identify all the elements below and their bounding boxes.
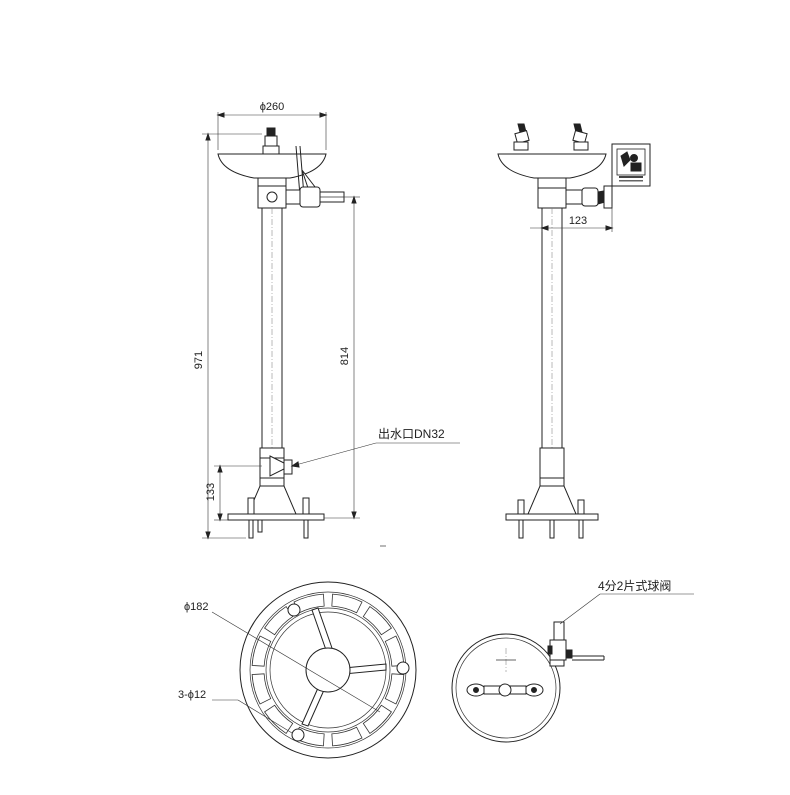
side-base <box>505 485 599 539</box>
ring-segment <box>293 593 325 614</box>
ball-valve-label: 4分2片式球阀 <box>598 579 671 593</box>
dim-bowl-diameter: ϕ260 <box>260 101 285 113</box>
side-sign-board <box>611 143 651 187</box>
bolt-hole <box>287 603 301 617</box>
dim-pipe-height: 814 <box>339 347 351 365</box>
front-dim-total: 971 <box>193 132 262 540</box>
front-pipe <box>259 207 285 459</box>
front-base <box>227 477 325 539</box>
base-plan-view: ϕ182 3-ϕ12 <box>178 581 417 759</box>
bolt-hole-leader <box>237 699 293 734</box>
front-view: ϕ260 971 133 814 <box>193 101 460 547</box>
dim-base-diameter: ϕ182 <box>184 601 209 613</box>
outlet-label: 出水口DN32 <box>378 427 445 441</box>
front-valve-arm <box>257 185 345 209</box>
ring-segment <box>264 704 294 734</box>
ring-segment <box>384 673 405 705</box>
front-nozzle <box>262 127 280 155</box>
front-dim-outlet-height: 133 <box>205 464 262 522</box>
side-dim-valve: 123 <box>530 206 614 232</box>
ring-segment <box>362 606 392 636</box>
side-view: 123 <box>497 123 651 539</box>
front-dim-bowl: ϕ260 <box>216 101 328 150</box>
ring-segment <box>251 673 272 705</box>
bolt-hole <box>396 661 410 675</box>
dim-bolt-holes: 3-ϕ12 <box>178 689 206 701</box>
bowl-plan-view: 4分2片式球阀 <box>451 579 694 743</box>
front-dim-pipe: 814 <box>324 195 360 520</box>
bolt-hole <box>291 728 305 742</box>
side-nozzles <box>513 123 589 151</box>
ring-segment <box>331 593 363 614</box>
side-pipe <box>539 207 565 487</box>
dim-valve-offset: 123 <box>569 215 587 227</box>
ring-segment <box>331 726 363 747</box>
bowl-valve <box>547 621 605 667</box>
bowl-nozzle-bar <box>466 683 544 697</box>
side-valve <box>537 185 613 209</box>
front-outlet <box>259 455 293 479</box>
dim-total-height: 971 <box>193 351 205 369</box>
dim-outlet-height: 133 <box>205 483 217 501</box>
ring-segment <box>362 704 392 734</box>
outlet-callout: 出水口DN32 <box>290 427 460 468</box>
side-bowl <box>497 153 607 189</box>
base-diameter-leader <box>211 611 381 713</box>
ring-segment <box>251 635 272 667</box>
